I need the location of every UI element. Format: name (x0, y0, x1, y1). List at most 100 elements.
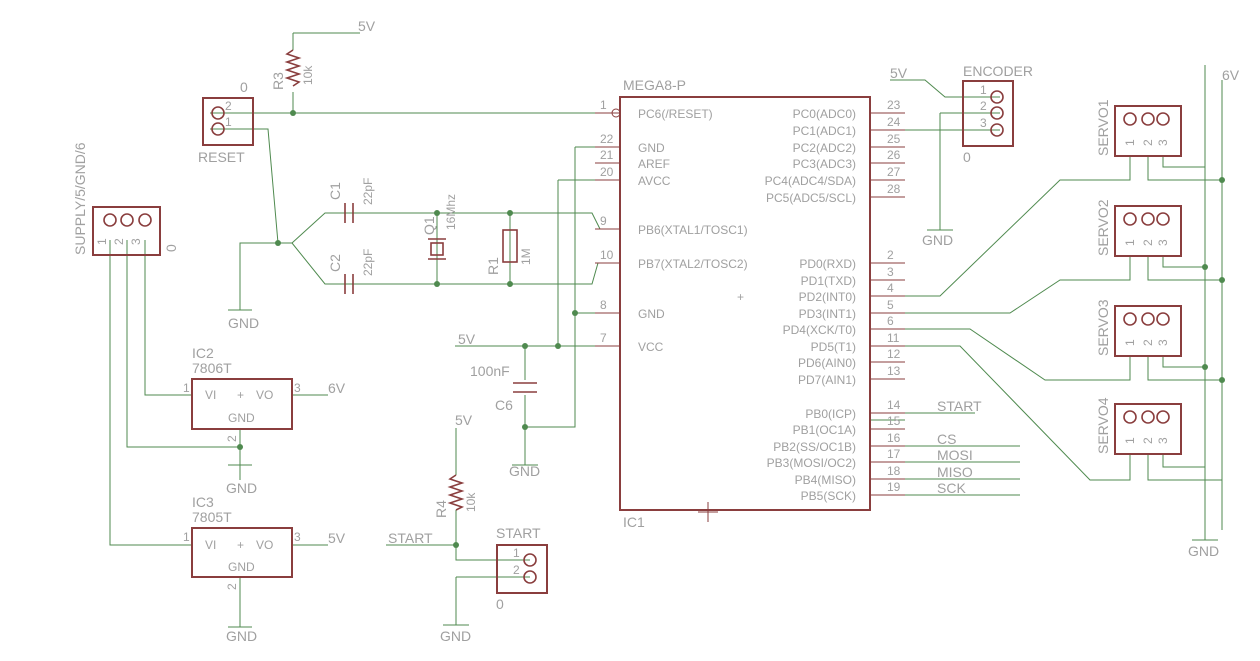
resistor-r1[interactable]: R1 1M (485, 229, 533, 275)
start-connector[interactable]: 1 2 START 0 (496, 525, 548, 612)
mcu-pin-number: 6 (887, 314, 894, 328)
mcu-pin-number: 13 (887, 364, 901, 378)
servo-label: SERVO3 (1095, 299, 1111, 356)
c2-ref: C2 (327, 254, 343, 272)
mcu-pin-name: PB0(ICP) (805, 407, 856, 421)
q1-ref: Q1 (421, 216, 437, 235)
mcu-pin-number: 26 (887, 148, 901, 162)
servo-label: SERVO2 (1095, 199, 1111, 256)
capacitor-c6[interactable]: 100nF C6 (470, 363, 537, 413)
reset-connector[interactable]: 2 1 0 RESET (198, 79, 254, 165)
net-5v-encoder: 5V (890, 65, 908, 81)
gnd-label-c6: GND (509, 463, 540, 479)
mcu-pin-name: PD5(T1) (811, 340, 856, 354)
mcu-pin-name: PD3(INT1) (799, 307, 856, 321)
mcu-pin-number: 27 (887, 165, 901, 179)
servo-pin-label: 3 (1156, 139, 1170, 146)
ic2-ref: IC2 (192, 345, 214, 361)
capacitor-c2[interactable]: C2 22pF (327, 249, 375, 294)
mcu-ref: IC1 (623, 514, 645, 530)
supply-pin1-label: 1 (95, 238, 109, 245)
crosshair-cursor (698, 502, 718, 522)
mcu-name: MEGA8-P (623, 77, 686, 93)
supply-connector[interactable]: 1 2 3 SUPPLY/5/GND/6 0 (72, 142, 179, 256)
mcu-pin-number: 24 (887, 115, 901, 129)
mcu-pin-number: 8 (600, 298, 607, 312)
encoder-connector[interactable]: 1 2 3 ENCODER 0 (962, 63, 1033, 165)
mcu-pin-name: AREF (638, 157, 670, 171)
ic3-gnd: GND (228, 560, 255, 574)
mcu-pin-number: 10 (600, 248, 614, 262)
resistor-r4[interactable]: R4 10k (433, 474, 478, 518)
start-conn-label: START (496, 525, 541, 541)
mcu-pin-name: PD7(AIN1) (798, 373, 856, 387)
r3-value: 10k (301, 65, 315, 85)
net-sck: SCK (937, 480, 966, 496)
ic3-origin-mark: + (237, 538, 244, 552)
ic3-pin1: 1 (183, 530, 190, 544)
servo-pin-label: 3 (1156, 437, 1170, 444)
supply-label: SUPPLY/5/GND/6 (72, 142, 88, 255)
mcu-pin-name: PD0(RXD) (799, 257, 856, 271)
mcu-pin-name: VCC (638, 340, 664, 354)
encoder-pin1-label: 1 (980, 83, 987, 97)
resistor-r3[interactable]: R3 10k (270, 49, 315, 90)
servo-pin-label: 2 (1141, 139, 1155, 146)
gnd-label-start: GND (440, 628, 471, 644)
capacitor-c1[interactable]: C1 22pF (327, 178, 375, 223)
net-mosi: MOSI (937, 447, 973, 463)
regulator-ic3[interactable]: IC3 7805T VI VO GND + 1 3 2 (183, 494, 301, 590)
mcu-pin-name: GND (638, 141, 665, 155)
net-6v-rail: 6V (1222, 67, 1240, 83)
servo-pin-label: 3 (1156, 339, 1170, 346)
net-labels: 5V 5V 6V 5V 5V 6V 5V START START CS MOSI… (226, 18, 1240, 644)
ic2-origin-mark: + (237, 388, 244, 402)
supply-pin2-label: 2 (112, 238, 126, 245)
mcu-ic1[interactable]: MEGA8-P IC1 + 1PC6(/RESET)22GND21AREF20A… (595, 77, 905, 530)
mcu-pin-name: AVCC (638, 174, 671, 188)
r4-value: 10k (464, 492, 478, 512)
crystal-q1[interactable]: Q1 16Mhz (421, 194, 458, 260)
servo-pin-label: 2 (1141, 339, 1155, 346)
mcu-pin-name: PD1(TXD) (801, 274, 856, 288)
mcu-pin-number: 4 (887, 281, 894, 295)
servo-pin-label: 1 (1123, 339, 1137, 346)
mcu-pin-name: PC5(ADC5/SCL) (766, 191, 856, 205)
regulator-ic2[interactable]: IC2 7806T VI VO GND + 1 3 2 (183, 345, 301, 442)
servo-pin-label: 2 (1141, 239, 1155, 246)
mcu-pin-number: 25 (887, 132, 901, 146)
